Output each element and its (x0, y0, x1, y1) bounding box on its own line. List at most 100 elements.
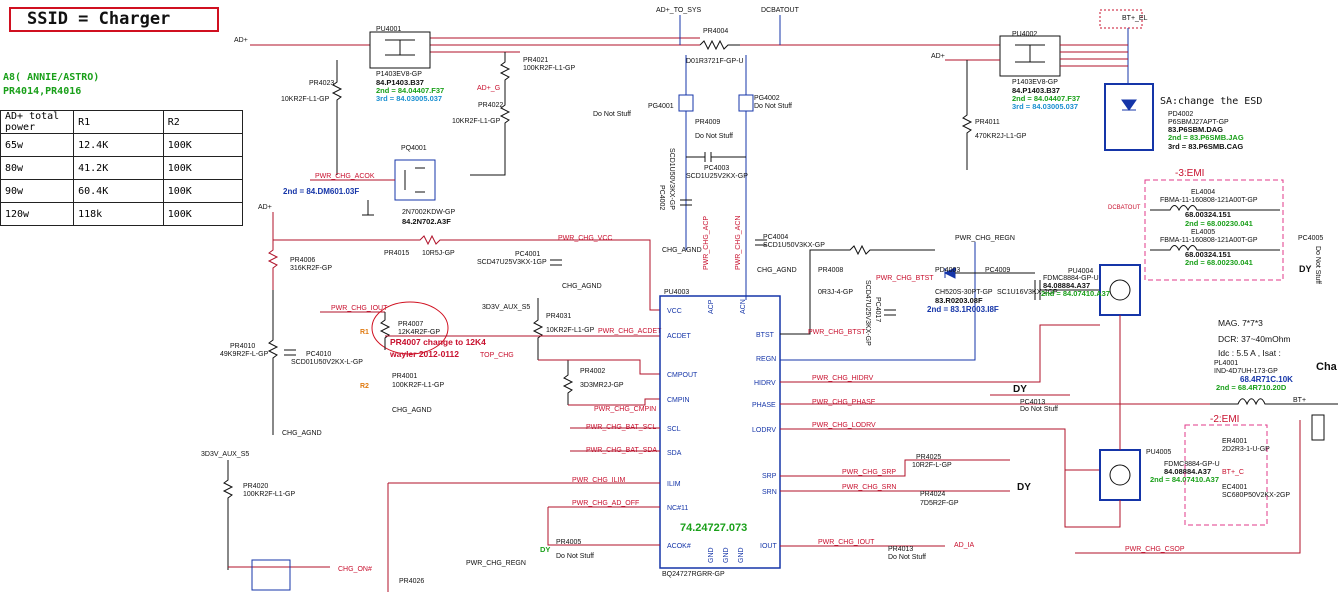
pu4005-ref: PU4005 (1146, 449, 1171, 456)
pr4007-pn: 12K4R2F-GP (398, 329, 440, 336)
el4005-pn: FBMA-11-160808-121A00T-GP (1160, 237, 1258, 244)
pr4020-pn: 100KR2F-L1-GP (243, 491, 295, 498)
acok-net-2 (547, 507, 660, 546)
pc4013-ref: PC4013 (1020, 399, 1045, 406)
pc4003-ref: PC4003 (704, 165, 729, 172)
net-ad-plus-label-2: AD+ (931, 53, 945, 60)
pr4031-ref: PR4031 (546, 313, 571, 320)
pc4004-cap (755, 239, 767, 246)
el4004-main: 68.00324.151 (1185, 210, 1231, 219)
pr4007-highlight (371, 301, 449, 355)
net-ad-to-sys-label: AD+_TO_SYS (656, 7, 702, 14)
el4005-main: 68.00324.151 (1185, 250, 1231, 259)
pc4001-ref: PC4001 (515, 251, 540, 258)
cmpin-net (568, 398, 660, 406)
bt-c-label: BT+_C (1222, 469, 1244, 476)
net-pwr-chg-csop: PWR_CHG_CSOP (1125, 546, 1185, 553)
pr4005-pn: Do Not Stuff (556, 553, 594, 560)
pr4005-ref: PR4005 (556, 539, 581, 546)
pin-gnd-1: GND (708, 547, 715, 563)
pr4002-pn: 3D3MR2J-GP (580, 382, 624, 389)
pr4002-resistor (562, 360, 574, 405)
er4001-ref: ER4001 (1222, 438, 1247, 445)
pd4003-main: 83.R0203.08F (935, 296, 983, 305)
pr4009-ref: PR4009 (695, 119, 720, 126)
ssid-title: SSID = Charger (9, 7, 219, 32)
switch-node (1064, 315, 1121, 528)
dcr-note: DCR: 37~40mOhm (1218, 334, 1291, 344)
pu4001-second: 2nd = 84.04407.F37 (376, 86, 444, 95)
pg4001-body (678, 94, 694, 112)
pr4010-pn: 49K9R2F-L-GP (220, 351, 269, 358)
pr4015-pn: 10R5J-GP (422, 250, 455, 257)
net-pwr-chg-vcc: PWR_CHG_VCC (558, 235, 612, 242)
pu4001-body (369, 31, 431, 69)
net-ad-off: PWR_CHG_AD_OFF (572, 500, 639, 507)
pc4010-ref: PC4010 (306, 351, 331, 358)
phase-net (780, 394, 1210, 405)
pq4001-ref: PQ4001 (401, 145, 427, 152)
pin-iout: IOUT (760, 543, 777, 550)
emi3-box (1144, 179, 1284, 281)
pg4002-body (738, 94, 754, 112)
pq4001-second: 2nd = 84.DM601.03F (283, 187, 359, 196)
pr4020-resistor (222, 460, 234, 570)
pu4001-mosfet (385, 39, 415, 56)
net-pwr-chg-phase: PWR_CHG_PHASE (812, 399, 876, 406)
pg4001-ref: PG4001 (648, 103, 674, 110)
pr4025-pn: 10R2F-L-GP (912, 462, 952, 469)
pin-ilim: ILIM (667, 481, 681, 488)
pg4002-ref: PG4002 (754, 95, 780, 102)
pr4004-pn: D01R3721F-GP-U (686, 58, 744, 65)
table-header-cell: R1 (73, 110, 164, 134)
pr4020-ref: PR4020 (243, 483, 268, 490)
pr4007-change-note: PR4007 change to 12K4 (390, 337, 486, 347)
pc4017-ref: PC4017 (874, 297, 881, 322)
chg-agnd-1: CHG_AGND (662, 247, 702, 254)
pin-lodrv: LODRV (752, 427, 776, 434)
acp-acn-nets (685, 55, 747, 300)
el4005-ref: EL4005 (1191, 229, 1215, 236)
bottom-fet-body (251, 559, 291, 591)
net-ad-g: AD+_G (477, 85, 500, 92)
pr4006-ref: PR4006 (290, 257, 315, 264)
pd4003-second: 2nd = 83.1R003.I8F (927, 305, 999, 314)
pc4017-cap (884, 309, 896, 316)
net-pwr-chg-acdet: PWR_CHG_ACDET (598, 328, 662, 335)
net-pwr-chg-lodrv: PWR_CHG_LODRV (812, 422, 876, 429)
platform-name: A8( ANNIE/ASTRO) (3, 72, 99, 83)
pu4002-ref: PU4002 (1012, 31, 1037, 38)
pr4024-pn: 7D5R2F-GP (920, 500, 959, 507)
emi2-box (1184, 424, 1268, 526)
pc4005-ref: PC4005 (1298, 235, 1323, 242)
net-pwr-chg-acok: PWR_CHG_ACOK (315, 173, 375, 180)
pu4005-main: 84.08884.A37 (1164, 467, 1211, 476)
pc4002-cap (680, 199, 692, 206)
pu4004-ref: PU4004 (1068, 268, 1093, 275)
el4004-second: 2nd = 68.00230.041 (1185, 219, 1253, 228)
pr4022-resistor (470, 90, 511, 176)
table-cell: 120w (0, 202, 75, 226)
mag-note: MAG. 7*7*3 (1218, 318, 1263, 328)
table-header-cell: AD+ total power (0, 110, 75, 134)
pr4011-resistor (961, 60, 973, 170)
pin-acdet: ACDET (667, 333, 691, 340)
pu4002-bt-rail (1060, 44, 1128, 67)
pl4001-main: 68.4R71C.10K (1240, 375, 1293, 384)
pr4023-pn: 10KR2F-L1-GP (281, 96, 330, 103)
pr4008-ref: PR4008 (818, 267, 843, 274)
pu4002-pn: P1403EV8-GP (1012, 79, 1058, 86)
pr4009-pn: Do Not Stuff (695, 133, 733, 140)
pd4002-main: 83.P6SBM.DAG (1168, 125, 1223, 134)
net-bt-plus: BT+ (1293, 397, 1306, 404)
pr4031-pn: 10KR2F-L1-GP (546, 327, 595, 334)
pd4002-pn: P6SBMJ27APT-GP (1168, 119, 1229, 126)
pr4023-ref: PR4023 (309, 80, 334, 87)
dy-mark-1: DY (1299, 264, 1312, 274)
pc4005-pn: Do Not Stuff (1314, 246, 1321, 284)
table-cell: 90w (0, 179, 75, 203)
emi3-label: -3:EMI (1175, 168, 1204, 179)
pl4001-inductor (1210, 398, 1338, 406)
table-row: 90w 60.4K 100K (0, 179, 244, 203)
net-pwr-chg-cmpin: PWR_CHG_CMPIN (594, 406, 656, 413)
